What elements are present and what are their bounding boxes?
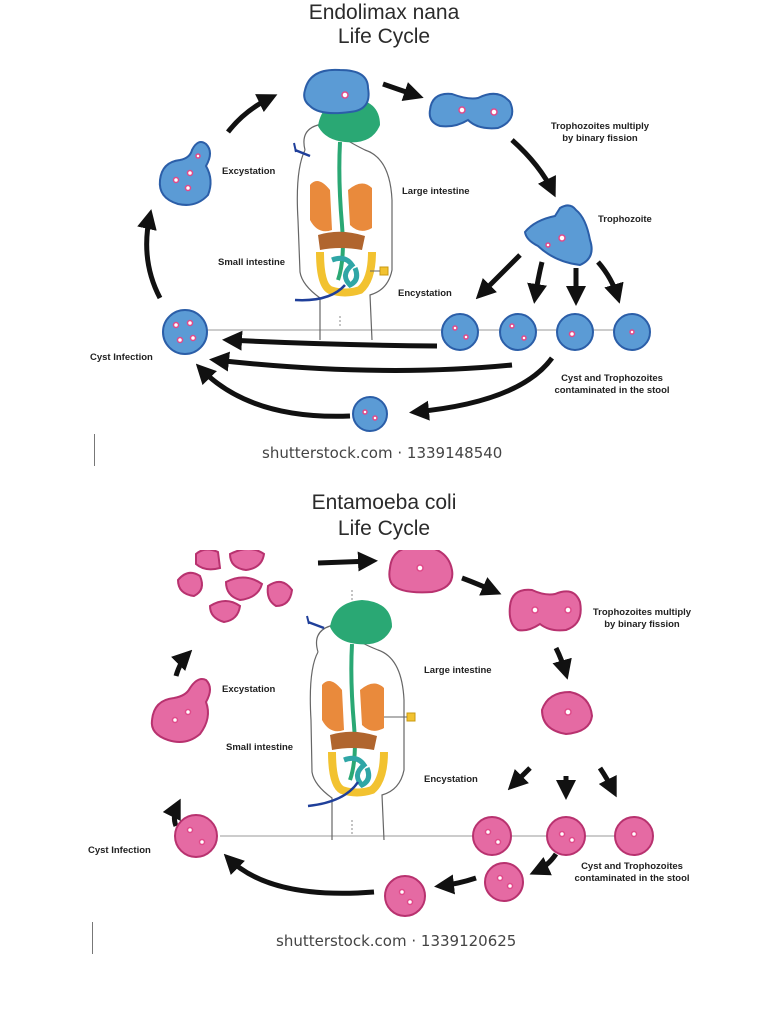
anus-pointer (294, 284, 346, 302)
small-intestine-icon (343, 755, 372, 789)
label-multiply-2: by binary fission (604, 619, 680, 630)
stool-cyst-3 (556, 313, 594, 351)
small-intestine-icon (331, 255, 360, 289)
large-intestine-icon (328, 751, 388, 797)
label-multiply-1: Trophozoites multiply (551, 121, 650, 132)
label-multiply-2: by binary fission (562, 133, 638, 144)
stool-cyst-5 (384, 875, 426, 917)
esophagus-icon (348, 643, 357, 781)
label-small-intestine: Small intestine (218, 257, 285, 268)
trophozoite-cell (303, 68, 370, 115)
binary-fission-cell (428, 92, 514, 130)
label-stool-2: contaminated in the stool (574, 873, 689, 884)
label-large-intestine: Large intestine (402, 186, 470, 197)
arrow-infection-to-excyst (162, 798, 181, 827)
liver-icon (330, 731, 377, 750)
arrow-stool-1 (529, 852, 559, 876)
cyst-fragment-2 (228, 550, 266, 572)
cyst-fragment-6 (208, 600, 242, 624)
arrow-troph-to-fission (461, 575, 502, 596)
panel-title-line2: Life Cycle (337, 25, 431, 48)
arrow-encyst-3 (597, 766, 617, 798)
panel-title-line1: Endolimax nana (308, 1, 460, 24)
watermark: shutterstock.com · 1339120625 (276, 932, 517, 950)
label-stool-2: contaminated in the stool (554, 385, 669, 396)
label-stool-1: Cyst and Trophozoites (581, 861, 683, 872)
stool-cyst-1 (441, 313, 479, 351)
arrow-fission-to-troph (510, 138, 556, 198)
cyst-fragment-4 (224, 576, 264, 602)
arrow-infection-to-excyst (137, 209, 163, 300)
arrow-encyst-1 (475, 253, 522, 300)
label-cyst-infection: Cyst Infection (90, 352, 153, 363)
stool-cyst-4 (484, 862, 524, 902)
label-stool-1: Cyst and Trophozoites (561, 373, 663, 384)
cells (150, 550, 654, 917)
label-small-intestine: Small intestine (226, 742, 293, 753)
watermark-divider (92, 922, 93, 954)
lungs-icon (322, 681, 384, 732)
panel-endolimax: Endolimax nana Life Cycle (0, 0, 768, 480)
arrow-stool-1 (222, 330, 438, 351)
cyst-fragment-5 (266, 580, 294, 608)
cycle-arrows (137, 81, 624, 421)
arrow-encyst-4 (596, 260, 624, 304)
cycle-arrows (162, 551, 617, 896)
trophozoite-main-cell (523, 204, 593, 267)
lungs-icon (310, 181, 372, 232)
arrow-stool-2 (209, 351, 513, 373)
panel-entamoeba: Entamoeba coli Life Cycle (0, 480, 768, 980)
mouth-pointer (307, 620, 325, 630)
arrow-stool-3 (409, 356, 555, 421)
label-excystation: Excystation (222, 684, 276, 695)
arrow-excyst-to-troph (226, 94, 278, 134)
cyst-infection-cell (174, 814, 218, 858)
human-body (306, 600, 416, 841)
nuclei (172, 91, 635, 421)
panel-title-line1: Entamoeba coli (311, 491, 457, 514)
label-large-intestine: Large intestine (424, 665, 492, 676)
arrow-excyst-to-cysts (171, 649, 193, 677)
arrow-troph-to-fission (382, 81, 424, 102)
watermark-divider (94, 434, 95, 466)
cyst-fragment-1 (195, 550, 222, 571)
binary-fission-cell (508, 588, 582, 632)
life-cycle-diagram: Trophozoites multiply by binary fission … (90, 68, 670, 432)
arrow-stool-2 (434, 874, 477, 895)
liver-icon (318, 231, 365, 250)
arrow-cysts-to-troph (317, 551, 378, 572)
stomach-icon (330, 600, 392, 645)
cyst-infection-cell (162, 309, 208, 355)
life-cycle-diagram: Trophozoites multiply by binary fission … (88, 550, 692, 917)
mouth-pointer (294, 148, 311, 158)
human-body (293, 98, 393, 341)
excystation-cell (150, 678, 211, 743)
marker-icon (379, 266, 389, 276)
label-multiply-1: Trophozoites multiply (593, 607, 692, 618)
excystation-cell (158, 141, 212, 206)
esophagus-icon (336, 141, 345, 281)
panel-title-line2: Life Cycle (337, 517, 431, 540)
label-trophozoite: Trophozoite (598, 214, 652, 225)
stool-cyst-1 (472, 816, 512, 856)
nuclei (171, 564, 638, 906)
arrow-to-infection (195, 363, 351, 419)
watermark: shutterstock.com · 1339148540 (262, 444, 503, 462)
arrow-encyst-2 (527, 261, 547, 304)
anus-pointer (307, 781, 360, 808)
label-encystation: Encystation (424, 774, 478, 785)
arrow-fission-to-troph (552, 646, 572, 680)
cyst-fragment-3 (176, 571, 203, 598)
arrow-to-infection (223, 853, 375, 896)
label-encystation: Encystation (398, 288, 452, 299)
stool-cyst-5 (352, 396, 388, 432)
marker-icon (406, 712, 416, 722)
label-cyst-infection: Cyst Infection (88, 845, 151, 856)
large-intestine-icon (316, 251, 376, 297)
stool-cyst-2 (499, 313, 537, 351)
arrow-encyst-1 (507, 766, 532, 791)
stool-cyst-2 (546, 816, 586, 856)
label-excystation: Excystation (222, 166, 276, 177)
